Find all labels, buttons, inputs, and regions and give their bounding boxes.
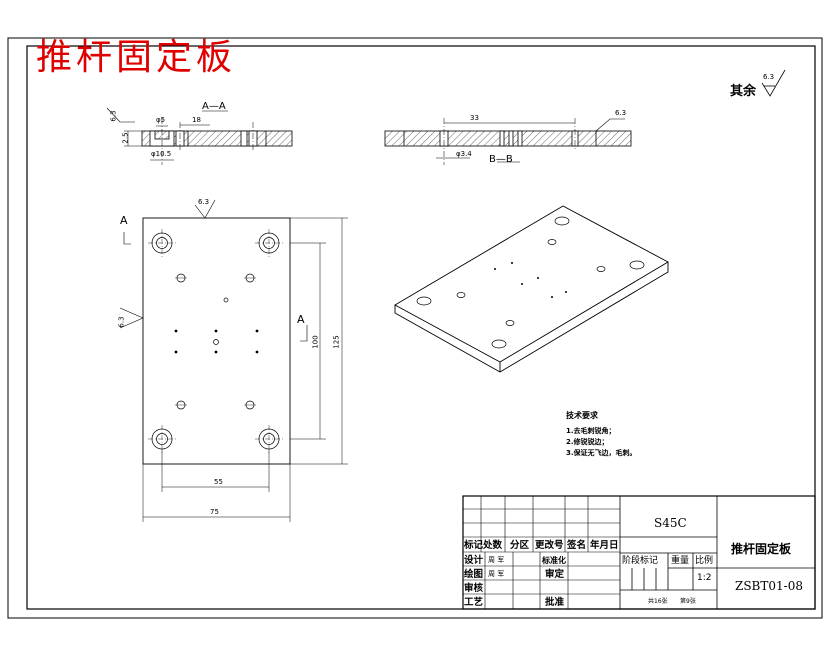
hdr-count: 处数: [483, 540, 503, 551]
dim-55: 55: [214, 478, 223, 486]
row-check: 审定: [545, 569, 565, 580]
section-aa-rough-mark: 6.3: [109, 110, 118, 122]
sheets-total: 共16张: [648, 598, 668, 605]
section-aa-label: A—A: [202, 101, 226, 112]
stage-mark-label: 阶段标记: [622, 556, 659, 566]
drawing-number-text: ZSBT01-08: [735, 579, 803, 593]
inner-frame: [26, 45, 816, 610]
tech-req-item-1: 1.去毛刺锐角；: [566, 427, 616, 435]
ratio-label: 比例: [695, 556, 714, 566]
part-title-red: 推杆固定板: [36, 37, 237, 78]
plan-rough-mark-left: 6.3: [117, 316, 126, 328]
roughness-symbol-general: [761, 69, 786, 97]
section-aa-view: [106, 107, 293, 165]
row-review: 审核: [464, 583, 484, 594]
cut-a-label-right: A: [297, 313, 305, 326]
tech-req-heading: 技术要求: [566, 411, 598, 420]
isometric-view: [394, 205, 669, 373]
section-bb-view: [384, 118, 632, 165]
scale-text: 1:2: [697, 573, 712, 583]
row-standard: 标准化: [542, 556, 566, 565]
section-aa-thickness-dim: 2.5: [121, 132, 130, 144]
hdr-sign: 签名: [567, 540, 587, 551]
hdr-zone: 分区: [510, 540, 530, 551]
hdr-date: 年月日: [590, 540, 619, 551]
section-bb-len-dim: 33: [470, 114, 479, 122]
row-design-by: 周 军: [488, 556, 505, 564]
row-drawn: 绘图: [464, 569, 484, 580]
section-aa-len-dim: 18: [192, 116, 201, 124]
row-design: 设计: [464, 555, 484, 566]
roughness-note-text: 其余: [730, 84, 757, 99]
row-drawn-by: 周 军: [488, 570, 505, 578]
section-bb-hole-dim: φ3.4: [456, 150, 472, 158]
row-process: 工艺: [464, 597, 484, 608]
outer-frame: [7, 37, 823, 619]
sheet-number: 第9张: [680, 598, 696, 605]
dim-75: 75: [210, 508, 219, 516]
section-bb-label: B—B: [489, 154, 513, 165]
weight-label: 重量: [671, 556, 690, 566]
plan-rough-mark-top: 6.3: [198, 198, 210, 206]
roughness-note-value: 6.3: [763, 73, 775, 81]
hdr-change-no: 更改号: [535, 540, 564, 551]
plan-view: [119, 199, 348, 522]
section-bb-rough-mark: 6.3: [615, 109, 627, 117]
section-aa-cbore-dim: φ10.5: [151, 150, 172, 158]
cut-a-label-left: A: [120, 214, 128, 227]
dim-125: 125: [332, 335, 341, 349]
row-approve: 批准: [545, 597, 565, 608]
tech-req-item-3: 3.保证无飞边，毛刺。: [566, 449, 637, 457]
dim-100: 100: [311, 335, 320, 349]
section-aa-hole-dim: φ5: [156, 116, 166, 124]
hdr-mark: 标记: [464, 540, 484, 551]
title-block: [462, 495, 816, 610]
material-text: S45C: [654, 516, 687, 530]
tech-req-item-2: 2.修锐锐边；: [566, 438, 609, 446]
part-name-text: 推杆固定板: [731, 542, 792, 556]
